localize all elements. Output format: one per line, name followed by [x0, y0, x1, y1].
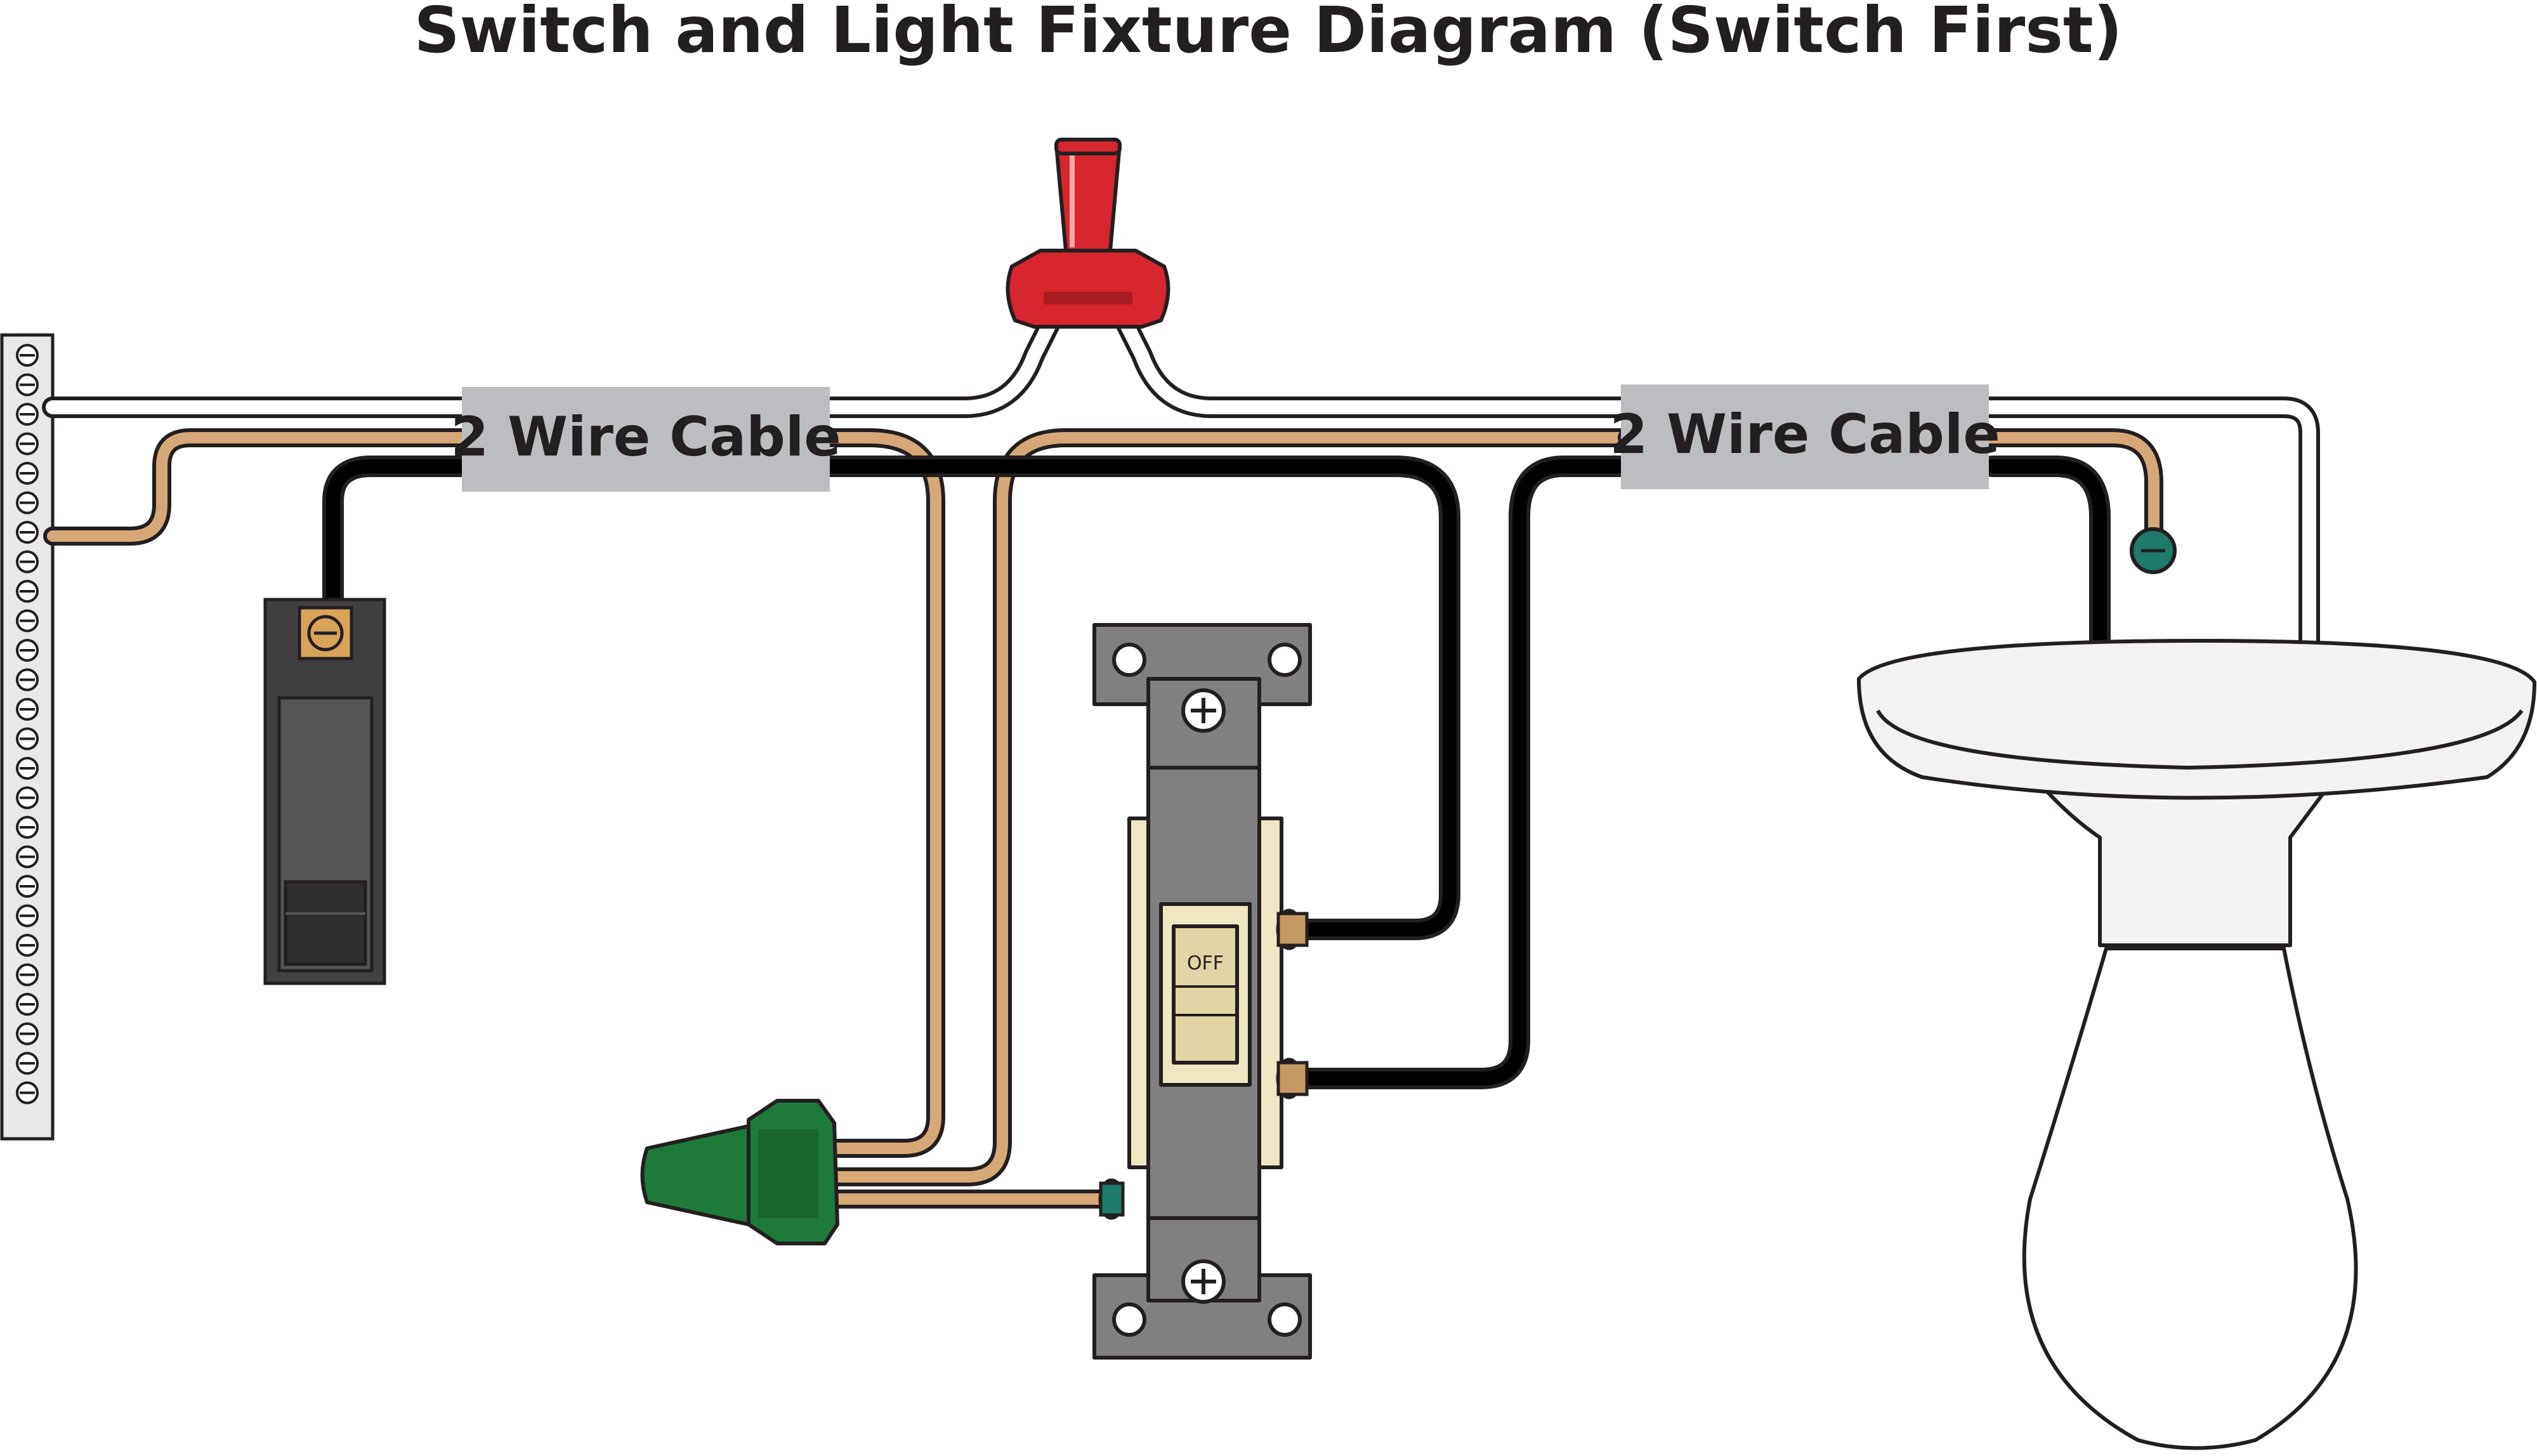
light-fixture-icon — [1857, 639, 2536, 947]
ground-wires — [43, 428, 2163, 1209]
circuit-breaker-icon — [263, 598, 386, 985]
cable-label-right: 2 Wire Cable — [1609, 403, 2000, 466]
light-bulb-icon — [2022, 947, 2358, 1450]
cable-label-left: 2 Wire Cable — [450, 405, 841, 469]
switch-state-label: OFF — [1187, 952, 1224, 974]
panel-bus-bar-icon — [0, 333, 55, 1141]
green-wire-nut-icon — [640, 1099, 839, 1245]
brass-terminal-screws — [1276, 908, 1309, 1099]
cable-jacket-right: 2 Wire Cable — [1609, 384, 2000, 489]
single-pole-switch-icon — [1092, 623, 1312, 1360]
hot-wires — [322, 456, 2111, 1089]
red-wire-nut-icon — [1006, 138, 1170, 329]
cable-jacket-left: 2 Wire Cable — [450, 387, 841, 492]
diagram-title: Switch and Light Fixture Diagram (Switch… — [414, 0, 2123, 67]
switch-ground-screw-icon — [1098, 1178, 1125, 1220]
fixture-ground-screw-icon — [2130, 527, 2177, 574]
neutral-wire — [42, 306, 2320, 652]
